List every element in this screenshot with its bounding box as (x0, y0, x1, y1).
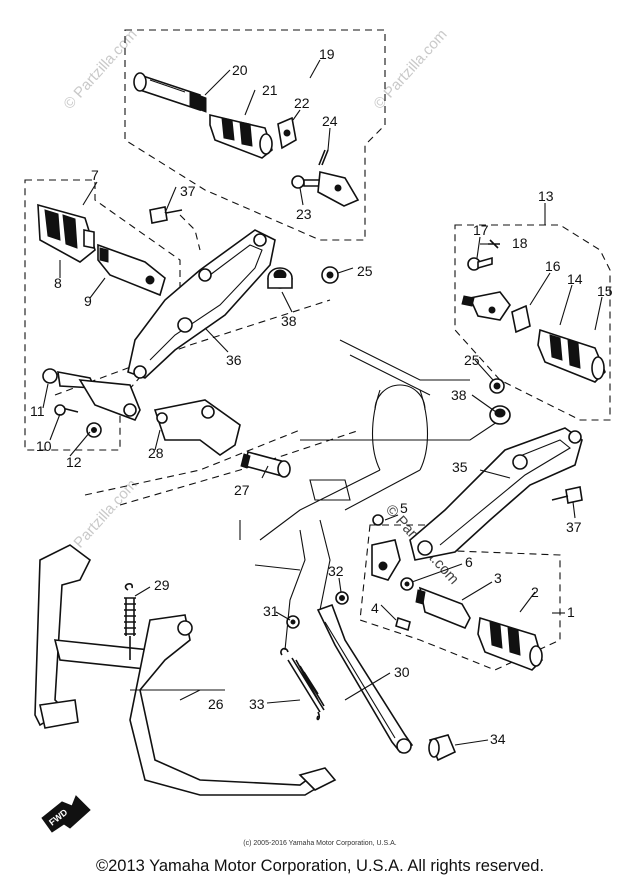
callout-9: 9 (84, 293, 92, 309)
callout-27: 27 (234, 482, 250, 498)
side-stand-30 (316, 603, 414, 754)
group-box-7 (24, 179, 181, 451)
bushing-38-right (489, 405, 511, 425)
watermark-top-right: © Partzilla.com (370, 26, 450, 112)
callout-28: 28 (148, 445, 164, 461)
nut-32 (335, 591, 349, 605)
center-stand-26 (34, 544, 337, 796)
bracket-28 (153, 399, 241, 456)
stand-rubber-34 (428, 734, 457, 762)
callout-19: 19 (319, 46, 335, 62)
callout-38-right: 38 (451, 387, 467, 403)
callout-38-left: 38 (281, 313, 297, 329)
nut-25-left (321, 266, 339, 284)
small-copyright: (c) 2005-2016 Yamaha Motor Corporation, … (243, 840, 396, 847)
washer-6 (400, 577, 414, 591)
callout-31: 31 (263, 603, 279, 619)
callout-24: 24 (322, 113, 338, 129)
callout-5: 5 (400, 500, 408, 516)
callout-10: 10 (36, 438, 52, 454)
callout-16: 16 (545, 258, 561, 274)
footpeg-group-13 (461, 239, 606, 425)
group-box-13 (454, 224, 611, 421)
callout-8: 8 (54, 275, 62, 291)
callout-29: 29 (154, 577, 170, 593)
forward-direction-badge: FWD (41, 795, 91, 833)
callout-17: 17 (473, 222, 489, 238)
callout-25-right: 25 (464, 352, 480, 368)
callout-7: 7 (91, 167, 99, 183)
callout-2: 2 (531, 584, 539, 600)
callout-12: 12 (66, 454, 82, 470)
bracket-5 (371, 514, 401, 581)
footpeg-rubber-14-15 (537, 328, 606, 383)
callout-20: 20 (232, 62, 248, 78)
callout-21: 21 (262, 82, 278, 98)
footpeg-rubber-2 (477, 616, 543, 671)
callout-26: 26 (208, 696, 224, 712)
callout-22: 22 (294, 95, 310, 111)
spring-29 (124, 583, 136, 660)
leader-lines (42, 59, 603, 746)
footpeg-rubber-21 (209, 113, 273, 159)
callout-25-left: 25 (357, 263, 373, 279)
callout-34: 34 (490, 731, 506, 747)
callout-14: 14 (567, 271, 583, 287)
callout-labels: 1 2 3 4 5 6 7 8 9 10 11 12 13 14 15 16 1… (30, 46, 613, 747)
callout-13: 13 (538, 188, 554, 204)
callout-18: 18 (512, 235, 528, 251)
frame-line-b (84, 429, 301, 496)
callout-30: 30 (394, 664, 410, 680)
bolt-4 (395, 616, 411, 632)
footpeg-rubber-8 (37, 203, 96, 263)
callout-3: 3 (494, 570, 502, 586)
footrest-bracket-35 (409, 427, 583, 561)
frame-line-c (119, 429, 361, 506)
callout-6: 6 (465, 554, 473, 570)
callout-4: 4 (371, 600, 379, 616)
nut-25-right (489, 378, 505, 394)
watermark-top-left: © Partzilla.com (60, 26, 140, 112)
bolt-31 (286, 615, 300, 629)
pivot-pin-27 (240, 451, 291, 478)
group-boxes (24, 29, 611, 671)
frame-line-a (54, 299, 331, 396)
pin-23 (291, 171, 360, 207)
callout-37-right: 37 (566, 519, 582, 535)
footpeg-bracket-9 (97, 243, 166, 297)
footpeg-group-1 (371, 514, 543, 671)
spring-33 (280, 647, 325, 721)
cotter-pin-24 (318, 149, 329, 166)
frame-line-d (179, 214, 201, 251)
bushing-38-left (267, 267, 293, 289)
callout-11: 11 (30, 403, 45, 419)
bolt-37-left (149, 206, 183, 224)
copyright-notice: ©2013 Yamaha Motor Corporation, U.S.A. A… (95, 857, 545, 875)
footpeg-bracket-3 (415, 586, 471, 630)
callout-33: 33 (249, 696, 265, 712)
footpeg-group-19 (133, 72, 360, 207)
callout-15: 15 (597, 283, 613, 299)
bolt-37-right (551, 486, 583, 504)
footpeg-bracket-16 (461, 291, 531, 334)
callout-37-left: 37 (180, 183, 196, 199)
callout-1: 1 (567, 604, 575, 620)
clip-17-18 (467, 239, 500, 271)
footpeg-shaft-20 (133, 72, 207, 113)
group-box-19 (124, 29, 386, 241)
bracket-assembly-10-11-12 (42, 368, 141, 438)
callout-32: 32 (328, 563, 344, 579)
callout-35: 35 (452, 459, 468, 475)
callout-36: 36 (226, 352, 242, 368)
footpeg-group-7 (37, 203, 166, 438)
footrest-bracket-36 (127, 229, 276, 379)
callout-23: 23 (296, 206, 312, 222)
